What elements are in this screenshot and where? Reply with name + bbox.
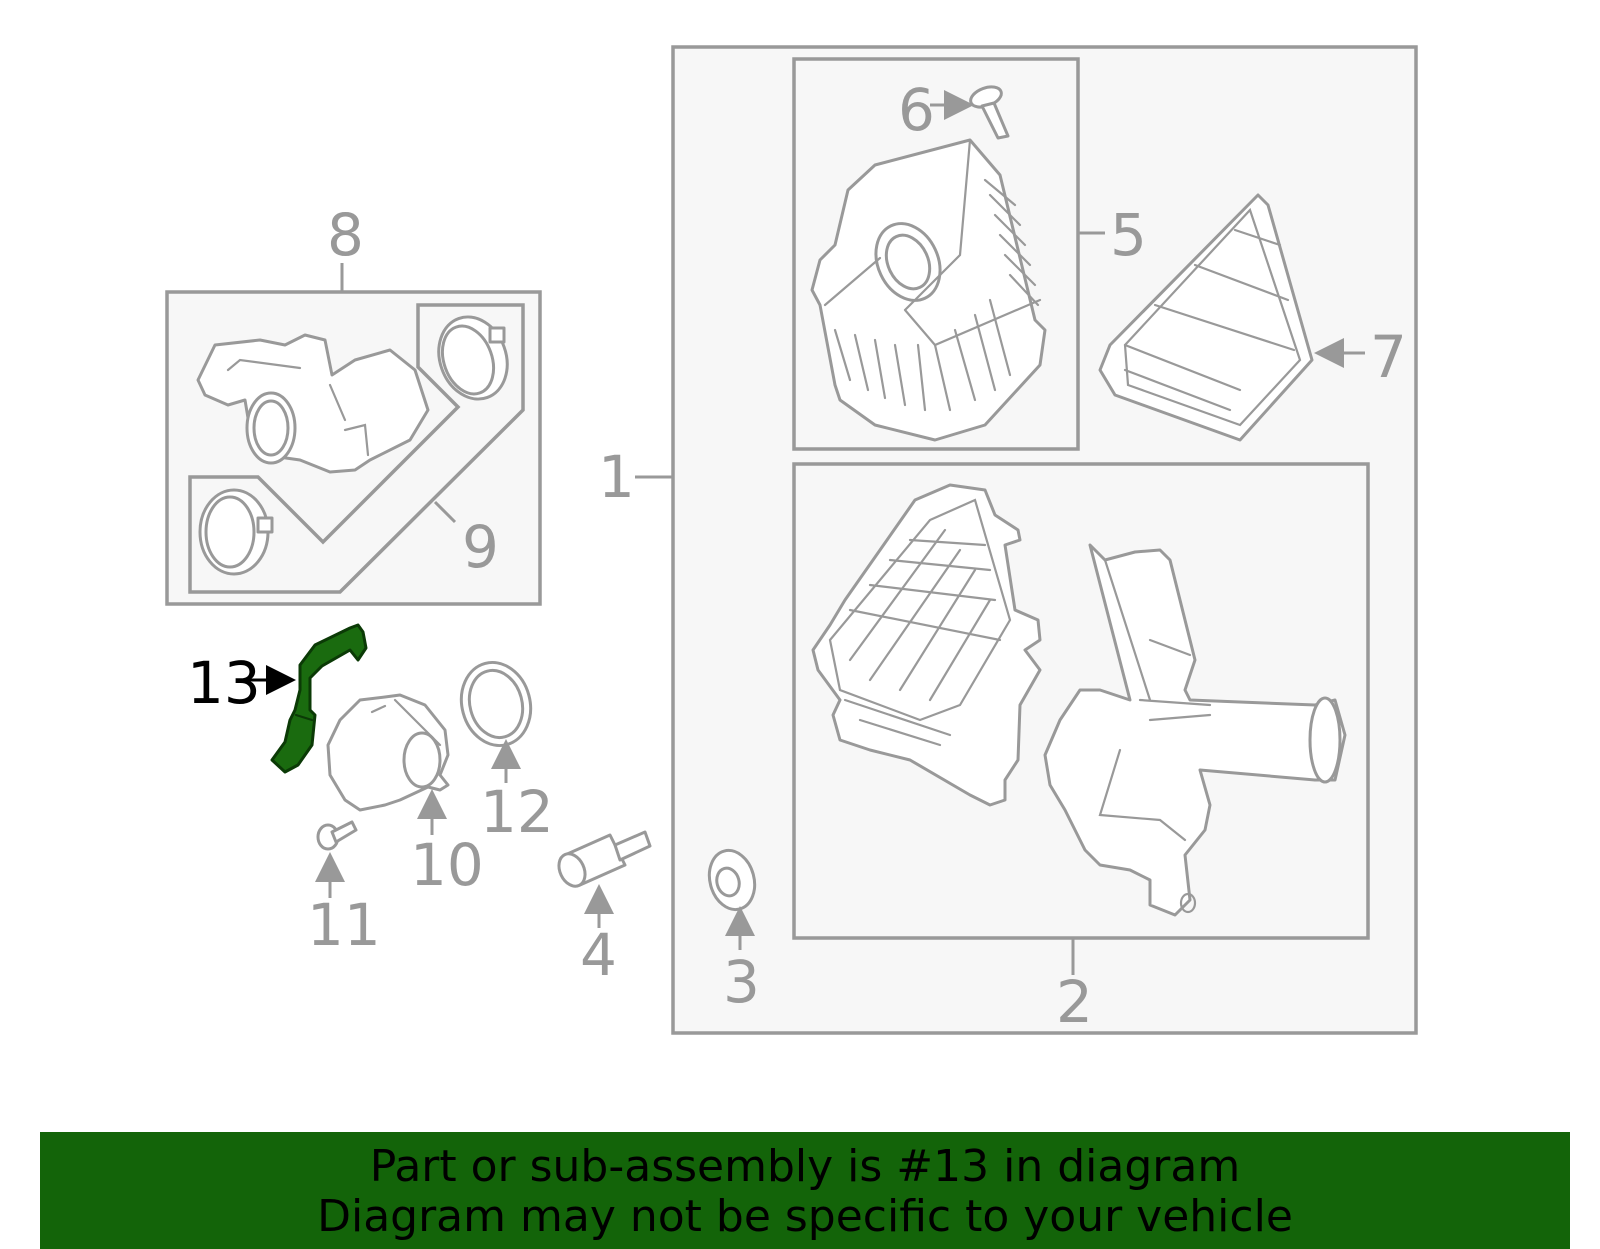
banner-line-2: Diagram may not be specific to your vehi… <box>317 1191 1293 1242</box>
seal-12: 12 <box>459 660 554 846</box>
callout-5: 5 <box>1110 201 1147 269</box>
clamp-lower <box>198 488 274 576</box>
inlet-duct <box>1043 543 1347 917</box>
callout-6: 6 <box>898 76 935 144</box>
maf-housing-10: 10 <box>326 693 484 899</box>
lower-housing <box>811 483 1042 807</box>
callout-9: 9 <box>462 513 499 581</box>
callout-13: 13 <box>187 649 261 717</box>
bolt-6: 6 <box>898 76 1010 144</box>
grommet-3: 3 <box>707 848 760 1016</box>
callout-10: 10 <box>410 831 484 899</box>
filter-element-7: 7 <box>1098 193 1407 442</box>
sensor-4: 4 <box>557 830 652 989</box>
callout-12: 12 <box>480 778 554 846</box>
callout-2: 2 <box>1056 968 1093 1036</box>
callout-4: 4 <box>580 921 617 989</box>
screw-11: 11 <box>307 820 381 959</box>
hose-13-highlighted: 13 <box>187 623 368 774</box>
callout-7: 7 <box>1370 323 1407 391</box>
callout-11: 11 <box>307 891 381 959</box>
air-cleaner-cover <box>810 138 1047 442</box>
parts-diagram: 1 5 6 7 2 <box>165 45 1418 1036</box>
info-banner: Part or sub-assembly is #13 in diagram D… <box>40 1132 1570 1249</box>
callout-3: 3 <box>723 948 760 1016</box>
callout-8: 8 <box>327 201 364 269</box>
banner-line-1: Part or sub-assembly is #13 in diagram <box>369 1141 1241 1192</box>
resonator <box>196 333 430 474</box>
callout-1: 1 <box>598 443 635 511</box>
clamp-upper <box>437 315 509 401</box>
